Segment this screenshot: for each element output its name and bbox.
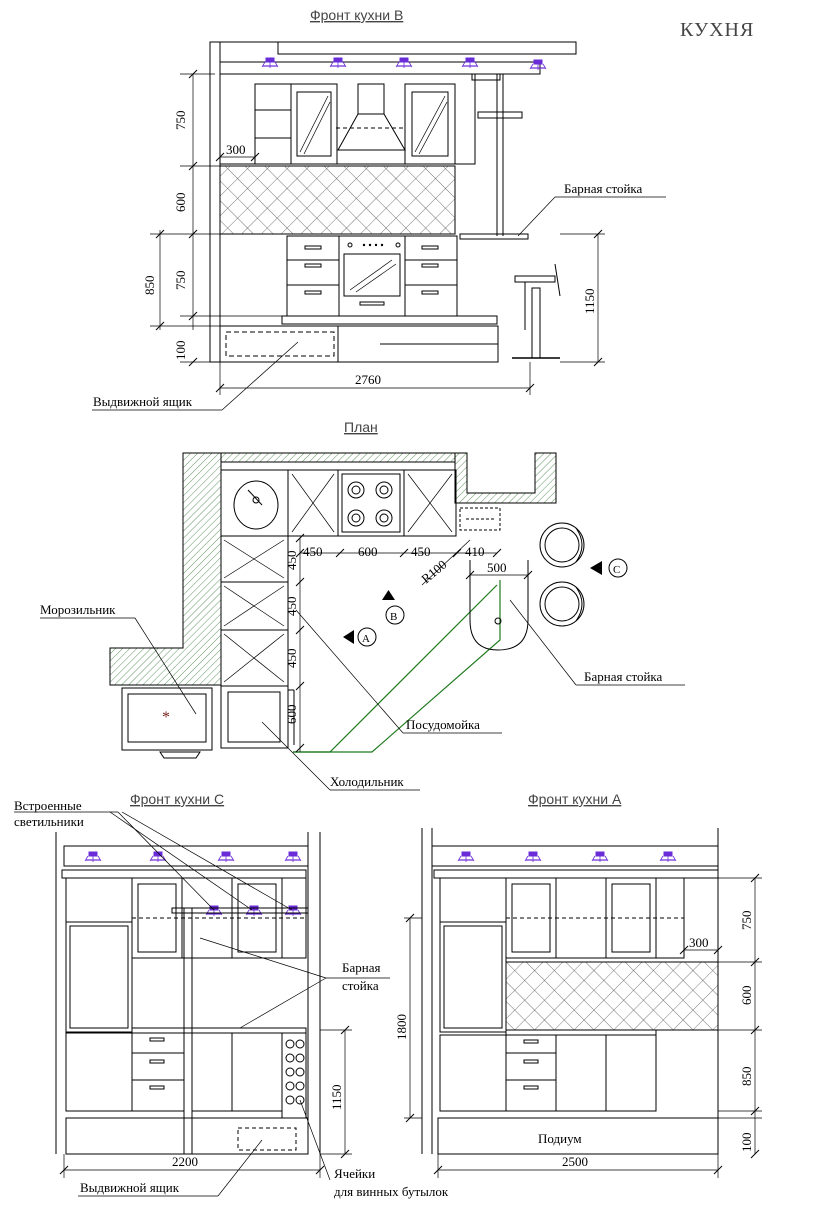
dim-450: 450 [284, 551, 299, 571]
stool-icon [539, 522, 585, 568]
bar-counter-label: Барная [342, 960, 380, 975]
dim-600: 600 [173, 193, 188, 213]
dim-500: 500 [487, 560, 507, 575]
page-title: КУХНЯ [680, 19, 754, 41]
drawer-label: Выдвижной ящик [80, 1180, 180, 1195]
wine-cells-label: для винных бутылок [334, 1184, 449, 1199]
front-a-title: Фронт кухни А [528, 791, 622, 807]
dim-r100: R100 [418, 557, 449, 587]
wall [454, 452, 557, 504]
view-marker-b: B [382, 590, 405, 625]
bar-counter-label: стойка [342, 978, 379, 993]
fridge-icon [220, 685, 289, 749]
svg-text:*: * [162, 709, 170, 726]
view-marker-a: A [343, 627, 377, 647]
dim-600: 600 [739, 986, 754, 1006]
dim-450: 450 [284, 597, 299, 617]
front-b-view: Фронт кухни В [92, 7, 666, 411]
dim-410: 410 [465, 544, 485, 559]
plan-title: План [344, 419, 378, 435]
podium [437, 1117, 719, 1155]
svg-text:B: B [390, 611, 397, 623]
backsplash-tile [505, 961, 719, 1031]
dim-600: 600 [358, 544, 378, 559]
plan-view: План [40, 419, 685, 791]
dim-450: 450 [411, 544, 431, 559]
view-marker-c: C [590, 558, 628, 578]
bar-counter-label: Барная стойка [564, 181, 643, 196]
dim-2500: 2500 [562, 1154, 588, 1169]
front-a-view: Фронт кухни А Подиум 7 [394, 791, 762, 1178]
dim-300: 300 [226, 142, 246, 157]
lamp-icon [395, 57, 413, 69]
lamp-icon [461, 57, 479, 69]
cooktop-icon [341, 473, 401, 533]
wall [109, 452, 222, 686]
wine-cells-label: Ячейки [334, 1166, 375, 1181]
svg-text:C: C [613, 564, 620, 576]
dim-1150: 1150 [329, 1084, 344, 1110]
drawer-label: Выдвижной ящик [93, 394, 193, 409]
front-c-view: Фронт кухни С [14, 791, 449, 1199]
dim-450: 450 [284, 649, 299, 669]
dim-2200: 2200 [172, 1154, 198, 1169]
front-b-title: Фронт кухни В [310, 7, 403, 23]
fridge-label: Холодильник [330, 774, 404, 789]
dim-750: 750 [739, 911, 754, 931]
dim-100: 100 [739, 1133, 754, 1153]
dim-600: 600 [284, 705, 299, 725]
dim-750: 750 [173, 271, 188, 291]
lamp-icon [329, 57, 347, 69]
dim-450: 450 [303, 544, 323, 559]
lights-label: Встроенные [14, 798, 82, 813]
svg-text:A: A [362, 633, 370, 645]
dim-1800: 1800 [394, 1014, 409, 1040]
dim-100: 100 [173, 341, 188, 361]
dim-750: 750 [173, 111, 188, 131]
bar-counter-label: Барная стойка [584, 669, 663, 684]
podium-label: Подиум [538, 1131, 582, 1146]
freezer-icon [121, 687, 213, 751]
lamp-icon [261, 57, 279, 69]
dim-300: 300 [689, 935, 709, 950]
sink-icon [233, 480, 279, 530]
dim-1150: 1150 [582, 288, 597, 314]
lights-label: светильники [14, 814, 84, 829]
dim-850: 850 [142, 276, 157, 296]
dim-850: 850 [739, 1067, 754, 1087]
backsplash-tile [219, 165, 456, 235]
dishwasher-label: Посудомойка [406, 717, 480, 732]
bar-counter [469, 560, 529, 651]
stool-icon [539, 581, 585, 627]
front-c-title: Фронт кухни С [130, 791, 224, 807]
freezer-label: Морозильник [40, 602, 116, 617]
dim-2760: 2760 [355, 372, 381, 387]
